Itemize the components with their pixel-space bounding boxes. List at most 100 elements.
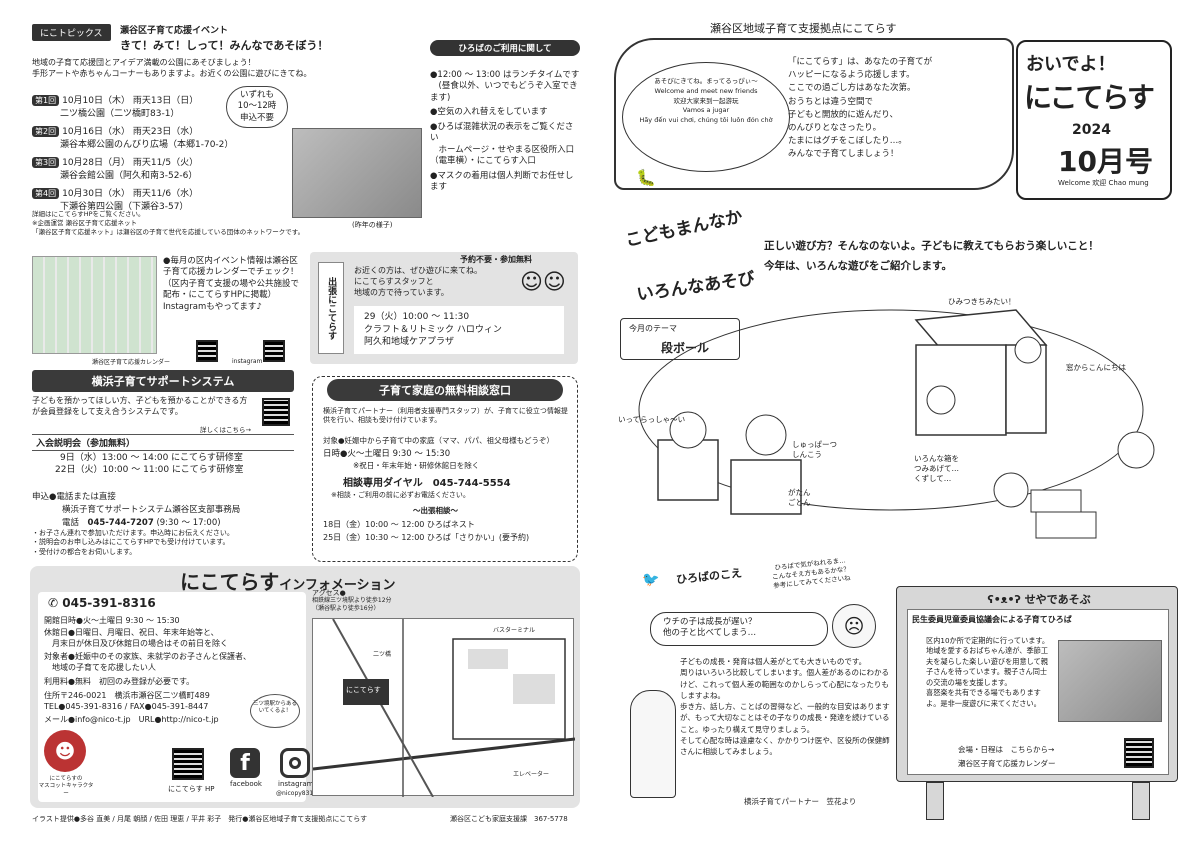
phone-icon: ✆ [48, 596, 59, 610]
seya-foot: 会場・日程は こちらから→ [958, 745, 1055, 754]
hp-label: にこてらす HP [168, 785, 215, 793]
support-notes: ・お子さん連れで参加いただけます。申込時にお伝えください。 ・説明会のお申し込み… [32, 529, 234, 556]
header-subtitle: 瀬谷区地域子育て支援拠点にこてらす [710, 22, 897, 35]
outreach-detail: 29（火）10:00 ～ 11:30 クラフト＆リトミック ハロウィン 阿久和地… [354, 306, 564, 354]
play-bubble: いろんな箱を つみあげて… くずして… [914, 454, 959, 484]
access-text: 相鉄線三ツ境駅より徒歩12分 （瀬谷駅より徒歩16分） [312, 597, 392, 613]
instagram-caption: instagram [232, 358, 263, 365]
seya-photo [1058, 640, 1162, 722]
facebook-label: facebook [230, 780, 262, 788]
worried-mom-illustration: ☹ [832, 604, 876, 648]
seya-calendar-link[interactable]: こちらから→ [1010, 745, 1055, 754]
calendar-image [32, 256, 157, 354]
instagram-icon[interactable] [280, 748, 310, 778]
topics-details: 詳細はにこてらすHPをご覧ください。 ※企画運営 瀬谷区子育て応援ネット 「瀬谷… [32, 210, 305, 236]
theme-label: 今月のテーマ [629, 324, 677, 333]
topics-headline: きて！みて！しって！みんなであそぼう！ [120, 39, 329, 52]
time-note: いずれも 10～12時 申込不要 [226, 86, 288, 129]
map-label: 二ツ橋 [373, 651, 392, 658]
theme-value: 段ボール [661, 341, 710, 355]
consult-intro: 横浜子育てパートナー（利用者支援専門スタッフ）が、子育てに役立つ情報提供を行い、… [323, 407, 568, 425]
info-open: 開館日時●火～土曜日 9:30 ～ 15:30 [44, 616, 180, 625]
consult-title: 子育て家庭の無料相談窓口 [327, 379, 563, 401]
support-phone[interactable]: 045-744-7207 [87, 518, 154, 528]
outreach-vertical: 出張にこてらす [318, 262, 344, 354]
support-detail-link[interactable]: 詳しくはこちら→ [200, 426, 251, 434]
play-lead: 今年は、いろんな遊びをご紹介します。 [764, 260, 952, 272]
mascot-note: にこてらすの マスコットキャラクター [38, 776, 94, 797]
info-mail[interactable]: メール●info@nico-t.jp URL●http://nico-t.jp [44, 715, 219, 724]
outreach-box: 出張にこてらす 予約不要・参加無料 お近くの方は、ぜひ遊びに来てね。 にこてらす… [310, 252, 578, 364]
seya-title: ʕ•ᴥ•ʔ せやであそぶ [987, 593, 1091, 606]
access-title: アクセス● [312, 589, 346, 597]
event-photo [292, 128, 422, 218]
header-box: あそびにきてね。まってるっぴぃ～ Welcome and meet new fr… [614, 38, 1014, 190]
support-apply: 申込●電話または直接 [32, 492, 116, 502]
board-post [1132, 782, 1150, 820]
play-bubble: がたん ごとん [788, 488, 811, 508]
outreach-place: 阿久和地域ケアプラザ [364, 337, 455, 348]
outreach-kids-illustration: ☺☺ [520, 270, 566, 295]
consult-dial-note: ※相談・ご利用の前に必ずお電話ください。 [331, 491, 470, 499]
instagram-qr-code[interactable] [263, 340, 285, 362]
photo-caption: (昨年の様子) [352, 221, 393, 229]
hp-qr-code[interactable] [172, 748, 204, 780]
welcome-bubble: あそびにきてね。まってるっぴぃ～ Welcome and meet new fr… [622, 62, 790, 172]
support-title: 横浜子育てサポートシステム [32, 370, 294, 392]
header-message: 「にこてらす」は、あなたの子育てが ハッピーになるよう応援します。 ここでの過ご… [788, 57, 933, 160]
info-box: にこてらすインフォメーション ✆ 045-391-8316 開館日時●火～土曜日… [30, 566, 580, 808]
session-label: 入会説明会（参加無料） [32, 434, 294, 451]
consult-days: 日時●火～土曜日 9:30 ～ 15:30 [323, 449, 451, 459]
play-illustration [638, 309, 1155, 539]
info-closed: 休館日●日曜日、月曜日、祝日、年末年始等と、 月末日が休日及び休館日の場合はその… [44, 628, 228, 648]
voice-sign: 横浜子育てパートナー 笠花より [744, 797, 857, 806]
seya-text: 区内10か所で定期的に行っています。地域を愛するおばちゃん達が、季節工夫を凝らし… [926, 636, 1050, 708]
session-item: 9日（水）13:00 ～ 14:00 にこてらす研修室 [60, 453, 243, 463]
support-office: 横浜子育てサポートシステム瀬谷区支部事務局 [62, 505, 241, 515]
facebook-icon[interactable]: f [230, 748, 260, 778]
info-target: 対象者●妊娠中のその家族、未就学のお子さんと保護者、 地域の子育てを応援したい人 [44, 652, 251, 672]
seya-inner: 民生委員児童委員協議会による子育てひろば 区内10か所で定期的に行っています。地… [907, 609, 1169, 775]
partner-illustration [630, 690, 676, 798]
outreach-free: 予約不要・参加無料 [460, 255, 532, 264]
walk-bubble: 三ツ境駅からあるいてくるよ！ [250, 694, 300, 728]
consult-outreach-label: ～出張相談～ [413, 506, 458, 515]
info-title: にこてらすインフォメーション [180, 570, 396, 594]
seya-qr-code[interactable] [1124, 738, 1154, 768]
calendar-text: ●毎月の区内イベント情報は瀬谷区子育て応援カレンダーでチェック！（区内子育て支援… [163, 256, 300, 312]
access-map: バスターミナル にこてらす 二ツ橋 エレベーター [312, 618, 576, 798]
consult-box: 子育て家庭の無料相談窓口 横浜子育てパートナー（利用者支援専門スタッフ）が、子育… [312, 376, 578, 562]
support-phone-row: 電話 045-744-7207 (9:30 ～ 17:00) [62, 518, 221, 528]
map-drawing [312, 618, 576, 798]
consult-outreach: 25日（金）10:30 ～ 12:00 ひろば「さりかい」(要予約) [323, 533, 530, 542]
consult-target: 対象●妊娠中から子育て中の家庭（ママ、パパ、祖父母様もどうぞ） [323, 436, 555, 445]
seya-calendar-label: 瀬谷区子育て応援カレンダー [958, 759, 1056, 768]
board-post [926, 782, 944, 820]
consult-dial[interactable]: 045-744-5554 [432, 478, 511, 489]
bear-icon: ʕ•ᴥ•ʔ [987, 593, 1021, 606]
consult-dial-row: 相談専用ダイヤル 045-744-5554 [343, 478, 511, 489]
logo-top: おいでよ！ [1026, 54, 1116, 75]
info-fee: 利用料●無料 初回のみ登録が必要です。 [44, 677, 195, 686]
info-address: 住所〒246-0021 横浜市瀬谷区二ツ橋町489 [44, 691, 210, 700]
right-page: 瀬谷区地域子育て支援拠点にこてらす あそびにきてね。まってるっぴぃ～ Welco… [596, 0, 1191, 842]
instagram-label: instagram [278, 780, 314, 788]
calendar-caption: 瀬谷区子育て応援カレンダー [92, 359, 171, 366]
calendar-qr-code[interactable] [196, 340, 218, 362]
voice-question: ウチの子は成長が遅い？ 他の子と比べてしまう… [650, 612, 828, 646]
outreach-date: 29（火）10:00 ～ 11:30 [364, 312, 470, 322]
support-qr-code[interactable] [262, 398, 290, 426]
hiroba-title: ひろばのご利用に関して [430, 40, 580, 56]
info-phone[interactable]: 045-391-8316 [62, 596, 156, 610]
footer-credit: イラスト提供●多谷 直美 / 月尾 朝顔 / 佐田 理恵 / 平井 彩子 発行●… [32, 815, 368, 823]
theme-box: 今月のテーマ 段ボール [620, 318, 740, 360]
play-lead: 正しい遊び方？そんなのないよ。子どもに教えてもらおう楽しいこと！ [764, 240, 1099, 252]
issue-sub: Welcome 欢迎 Chao mung [1058, 179, 1149, 187]
logo-main: にこてらす [1024, 81, 1155, 114]
play-title-a: こどもまんなか [623, 206, 745, 252]
play-bubble: しゅっぱーつ しんこう [792, 440, 837, 460]
play-bubble: 窓からこんにちは [1066, 363, 1126, 372]
